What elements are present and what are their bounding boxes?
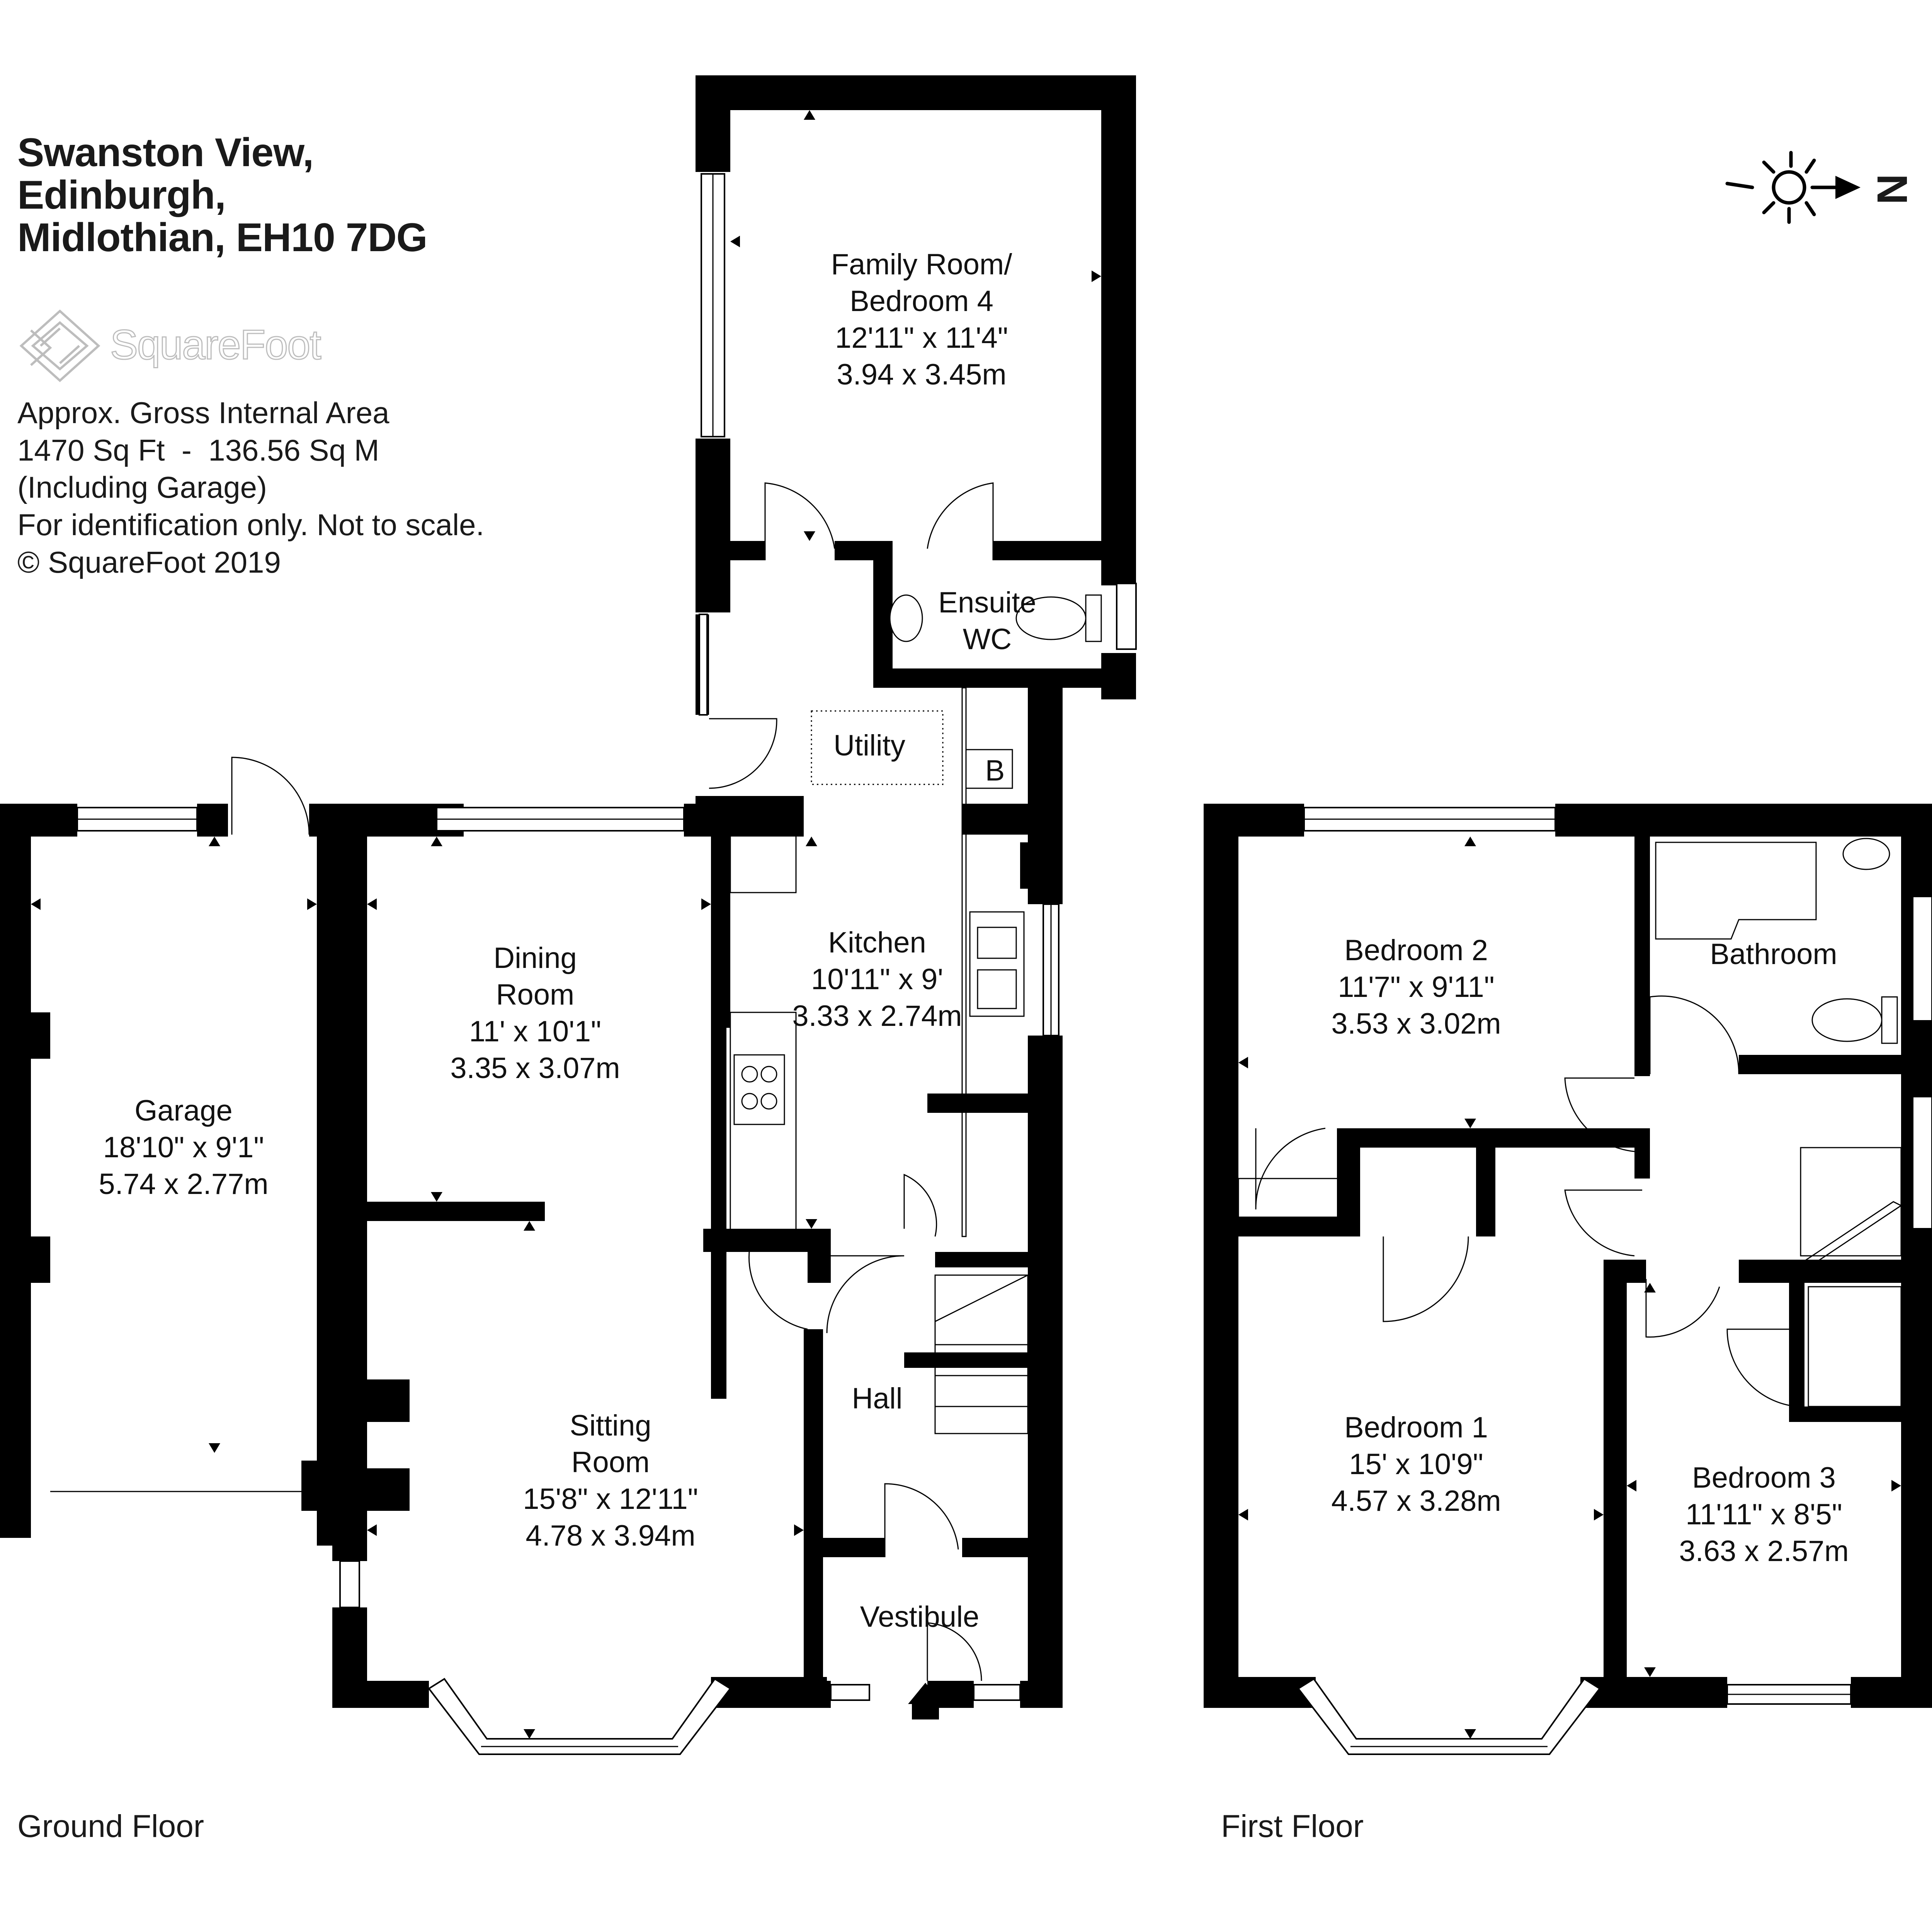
room-labels: Family Room/ Bedroom 4 12'11" x 11'4" 3.… xyxy=(99,248,1849,1633)
family-room-imperial: 12'11" x 11'4" xyxy=(835,321,1008,354)
dining-label: Dining Room 11' x 10'1" 3.35 x 3.07m xyxy=(450,942,620,1085)
dimension-markers xyxy=(31,110,1901,1739)
bathroom-fittings xyxy=(1655,838,1898,1044)
garage-name: Garage xyxy=(134,1094,233,1127)
address-line-2: Edinburgh, xyxy=(17,173,226,218)
bedroom1-label: Bedroom 1 15' x 10'9" 4.57 x 3.28m xyxy=(1331,1411,1501,1517)
utility-label: Utility xyxy=(833,729,905,762)
bedroom3-imperial: 11'11" x 8'5" xyxy=(1685,1498,1842,1531)
hall-vestibule-walls xyxy=(804,1252,1063,1719)
copyright: © SquareFoot 2019 xyxy=(17,545,281,579)
sitting-label: Sitting Room 15'8" x 12'11" 4.78 x 3.94m xyxy=(523,1409,698,1552)
ground-floor-label: Ground Floor xyxy=(17,1809,204,1844)
garage-imperial: 18'10" x 9'1" xyxy=(103,1131,264,1164)
family-room-label: Family Room/ Bedroom 4 12'11" x 11'4" 3.… xyxy=(831,248,1013,391)
bay-window-ground xyxy=(428,1678,731,1755)
first-floor-plan xyxy=(1204,804,1932,1755)
garage-metric: 5.74 x 2.77m xyxy=(99,1168,268,1201)
entrance-arrow-icon xyxy=(908,1683,943,1719)
bedroom2-label: Bedroom 2 11'7" x 9'11" 3.53 x 3.02m xyxy=(1331,934,1501,1040)
sitting-name-1: Sitting xyxy=(570,1409,651,1442)
bedroom1-imperial: 15' x 10'9" xyxy=(1349,1448,1483,1481)
bedroom2-name: Bedroom 2 xyxy=(1344,934,1488,967)
area-line-3: (Including Garage) xyxy=(17,470,267,505)
vestibule-label: Vestibule xyxy=(860,1600,979,1633)
area-line-4: For identification only. Not to scale. xyxy=(17,508,485,542)
bedroom3-name: Bedroom 3 xyxy=(1692,1461,1836,1494)
bathroom-toilet-icon xyxy=(1811,996,1898,1044)
kitchen-label: Kitchen 10'11" x 9' 3.33 x 2.74m xyxy=(792,926,962,1032)
basin-icon xyxy=(1842,838,1890,870)
sitting-metric: 4.78 x 3.94m xyxy=(526,1519,695,1552)
ground-floor-plan xyxy=(0,75,1137,1755)
bathroom-label: Bathroom xyxy=(1710,938,1837,971)
bedroom2-imperial: 11'7" x 9'11" xyxy=(1338,971,1495,1003)
kitchen-imperial: 10'11" x 9' xyxy=(811,963,943,996)
first-floor-walls xyxy=(1204,804,1932,1755)
bedroom1-metric: 4.57 x 3.28m xyxy=(1331,1485,1501,1517)
squarefoot-brand: SquareFoot xyxy=(15,307,363,384)
sink-icon xyxy=(969,911,1025,1017)
dining-metric: 3.35 x 3.07m xyxy=(450,1052,620,1085)
staircase-icon xyxy=(934,1274,1029,1434)
toilet-icon xyxy=(1015,594,1102,642)
ensuite-walls xyxy=(873,541,1137,699)
bath-icon xyxy=(1655,842,1817,940)
brand-name: SquareFoot xyxy=(109,321,321,369)
address-line-3: Midlothian, EH10 7DG xyxy=(17,215,428,260)
kitchen-name: Kitchen xyxy=(828,926,926,959)
sun-compass-icon: N xyxy=(1716,139,1924,240)
family-room-metric: 3.94 x 3.45m xyxy=(837,358,1006,391)
family-room-walls xyxy=(696,75,1136,612)
boiler-box xyxy=(965,749,1013,789)
ground-doors xyxy=(709,482,994,1681)
area-line-2: 1470 Sq Ft - 136.56 Sq M xyxy=(17,433,379,467)
bedroom1-name: Bedroom 1 xyxy=(1344,1411,1488,1444)
ensuite-name-1: Ensuite xyxy=(938,586,1036,619)
hall-label: Hall xyxy=(852,1382,903,1415)
dining-imperial: 11' x 10'1" xyxy=(469,1015,601,1048)
hob-icon xyxy=(733,1054,785,1125)
dining-name-2: Room xyxy=(496,978,575,1011)
kitchen-metric: 3.33 x 2.74m xyxy=(792,1000,962,1032)
dining-name-1: Dining xyxy=(493,942,577,975)
family-room-name-1: Family Room/ xyxy=(831,248,1013,281)
sitting-imperial: 15'8" x 12'11" xyxy=(523,1483,698,1515)
family-room-name-2: Bedroom 4 xyxy=(850,285,993,318)
bedroom3-label: Bedroom 3 11'11" x 8'5" 3.63 x 2.57m xyxy=(1679,1461,1849,1568)
area-line-1: Approx. Gross Internal Area xyxy=(17,396,389,430)
dining-sitting-walls xyxy=(321,804,831,1755)
wc-basin-icon xyxy=(889,594,923,642)
diamond-logo-icon xyxy=(19,309,100,383)
airing-cupboard xyxy=(1799,1147,1902,1268)
address-line-1: Swanston View, xyxy=(17,130,314,175)
first-floor-label: First Floor xyxy=(1221,1809,1364,1844)
ensuite-label: Ensuite WC xyxy=(938,586,1036,656)
garage-label: Garage 18'10" x 9'1" 5.74 x 2.77m xyxy=(99,1094,268,1201)
sitting-name-2: Room xyxy=(571,1446,650,1479)
kitchen-fittings xyxy=(711,834,1025,1399)
ensuite-name-2: WC xyxy=(963,623,1012,656)
boiler-label: B xyxy=(985,754,1005,787)
bedroom2-metric: 3.53 x 3.02m xyxy=(1331,1007,1501,1040)
first-doors xyxy=(1255,995,1804,1407)
bay-window-first xyxy=(1297,1678,1601,1755)
property-address: Swanston View, Edinburgh, Midlothian, EH… xyxy=(17,130,428,260)
bedroom3-metric: 3.63 x 2.57m xyxy=(1679,1535,1849,1568)
area-info: Approx. Gross Internal Area 1470 Sq Ft -… xyxy=(17,394,484,581)
